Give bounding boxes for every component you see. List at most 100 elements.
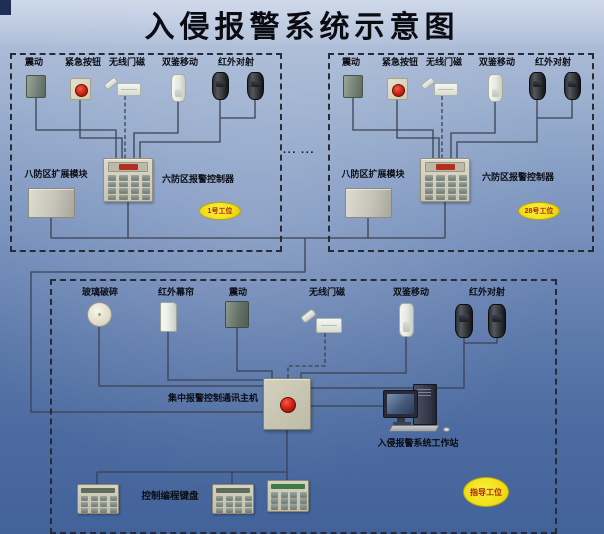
- key: [447, 181, 456, 186]
- key: [271, 498, 279, 503]
- key: [425, 181, 434, 186]
- dual-motion-detector-icon: [171, 74, 186, 102]
- key: [130, 175, 139, 180]
- controller-keys: [108, 175, 150, 199]
- key: [109, 507, 117, 512]
- key: [130, 181, 139, 186]
- panic-button-icon: [70, 78, 91, 100]
- key: [90, 507, 98, 512]
- station28-badge: 28号工位: [518, 202, 560, 220]
- door-contact-sensor-icon: [316, 318, 342, 333]
- key: [244, 496, 252, 501]
- key: [216, 496, 224, 501]
- glass-break-detector-icon: [87, 302, 112, 327]
- key: [235, 507, 243, 512]
- key: [216, 501, 224, 507]
- key: [216, 507, 224, 512]
- key: [109, 496, 117, 501]
- expansion-module-label: 八防区扩展模块: [341, 169, 405, 179]
- page-title: 入侵报警系统示意图: [144, 11, 460, 44]
- key: [109, 501, 117, 507]
- key: [235, 501, 243, 507]
- key: [119, 188, 128, 193]
- controller-display: [425, 162, 465, 172]
- sensor-label-vibration: 震动: [24, 57, 43, 67]
- central-zone: [50, 279, 557, 534]
- station28-zone: [328, 53, 594, 252]
- sensor-label-dual-motion: 双鉴移动: [392, 287, 429, 297]
- mouse-icon: [443, 427, 450, 432]
- keypad-keys: [271, 492, 307, 509]
- key: [100, 501, 108, 507]
- key: [130, 194, 139, 199]
- key: [141, 175, 150, 180]
- door-contact-sensor-icon: [434, 83, 458, 96]
- key: [81, 501, 89, 507]
- key: [225, 496, 233, 501]
- key: [108, 188, 117, 193]
- key: [108, 194, 117, 199]
- keypad-display: [216, 488, 250, 493]
- key: [141, 194, 150, 199]
- key: [100, 507, 108, 512]
- keypad-keys: [216, 496, 252, 512]
- key: [458, 175, 467, 180]
- sensor-label-ir-beam: 红外对射: [217, 57, 254, 67]
- key: [280, 492, 288, 497]
- key: [425, 194, 434, 199]
- key: [141, 188, 150, 193]
- keypad-keys: [81, 496, 117, 512]
- key: [225, 507, 233, 512]
- station1-badge: 1号工位: [199, 202, 241, 220]
- ir-beam-tx-icon: [529, 72, 546, 100]
- key: [90, 496, 98, 501]
- vibration-sensor-icon: [26, 75, 46, 98]
- key: [81, 507, 89, 512]
- key: [425, 188, 434, 193]
- key: [280, 504, 288, 509]
- controller-keys: [425, 175, 467, 199]
- key: [425, 175, 434, 180]
- ir-beam-rx-icon: [564, 72, 581, 100]
- alarm-controller-label: 六防区报警控制器: [481, 172, 554, 182]
- sensor-label-ir-beam: 红外对射: [534, 57, 571, 67]
- panic-red-button: [392, 83, 405, 97]
- panic-red-button: [75, 83, 88, 97]
- key: [280, 498, 288, 503]
- key: [458, 181, 467, 186]
- sensor-label-glass-break: 玻璃破碎: [81, 287, 118, 297]
- station1-zone: [10, 53, 282, 252]
- programming-keypad-icon: [267, 480, 309, 512]
- key: [436, 181, 445, 186]
- keypad-display: [271, 484, 305, 489]
- sensor-label-door-contact: 无线门磁: [308, 287, 345, 297]
- sensor-label-dual-motion: 双鉴移动: [161, 57, 198, 67]
- key: [244, 501, 252, 507]
- expansion-module-icon: [345, 188, 392, 218]
- key: [447, 188, 456, 193]
- host-red-knob: [280, 397, 296, 413]
- expansion-module-label: 八防区扩展模块: [24, 169, 88, 179]
- central-host-icon: [263, 378, 311, 430]
- alarm-controller-icon: [420, 158, 470, 202]
- computer-monitor-icon: [383, 390, 418, 418]
- sensor-label-ir-curtain: 红外幕帘: [157, 287, 194, 297]
- key: [290, 504, 298, 509]
- stations-ellipsis: ··· ···: [283, 147, 316, 159]
- key: [119, 175, 128, 180]
- expansion-module-icon: [28, 188, 75, 218]
- central-host-label: 集中报警控制通讯主机: [167, 393, 258, 403]
- vibration-sensor-icon: [343, 75, 363, 98]
- key: [290, 492, 298, 497]
- ir-curtain-detector-icon: [160, 302, 177, 332]
- key: [235, 496, 243, 501]
- keyboard-icon: [388, 425, 440, 432]
- sensor-label-vibration: 震动: [228, 287, 247, 297]
- key: [436, 194, 445, 199]
- key: [119, 194, 128, 199]
- monitor-screen: [387, 394, 414, 414]
- controller-display: [108, 162, 148, 172]
- dual-motion-detector-icon: [399, 303, 414, 337]
- title-band: [0, 0, 604, 44]
